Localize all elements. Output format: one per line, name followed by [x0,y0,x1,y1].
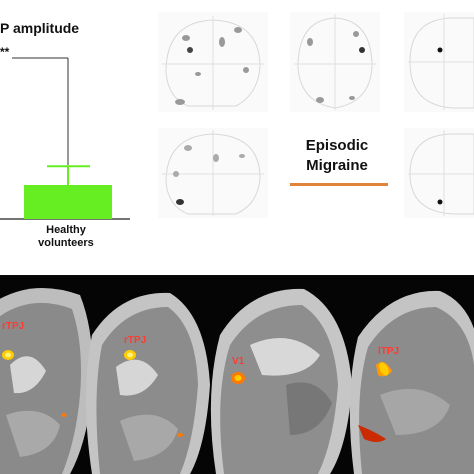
legend-label: Episodic Migraine [286,136,388,176]
bar-healthy-volunteers [24,185,112,219]
glass-brain-axial-2 [404,128,474,218]
category-label-line1: Healthy [46,224,86,236]
glass-brain-sagittal-1 [158,12,268,112]
roi-label-3: V1 [232,356,245,367]
legend-label-line2: Migraine [306,157,368,174]
glass-brain-coronal-1 [290,12,380,112]
roi-label-2: rTPJ [124,335,147,346]
glass-brain-axial-1 [404,12,474,112]
mri-slice-1 [0,287,93,474]
mri-strip [0,275,474,474]
mri-slice-3 [210,288,352,474]
mri-slices [0,275,474,474]
legend-swatch-line [290,183,388,186]
mri-slice-2 [86,292,210,474]
category-label: Healthy volunteers [18,224,114,250]
roi-label-4: lTPJ [378,346,400,357]
chart-title: P amplitude [0,20,80,36]
mri-slice-4 [349,290,474,474]
legend-label-line1: Episodic [305,137,369,154]
category-label-line2: volunteers [38,237,94,249]
glass-brain-sagittal-2 [158,128,268,218]
significance-marker: ** [0,45,10,59]
roi-label-1: rTPJ [2,321,25,332]
bar-chart [0,57,130,220]
